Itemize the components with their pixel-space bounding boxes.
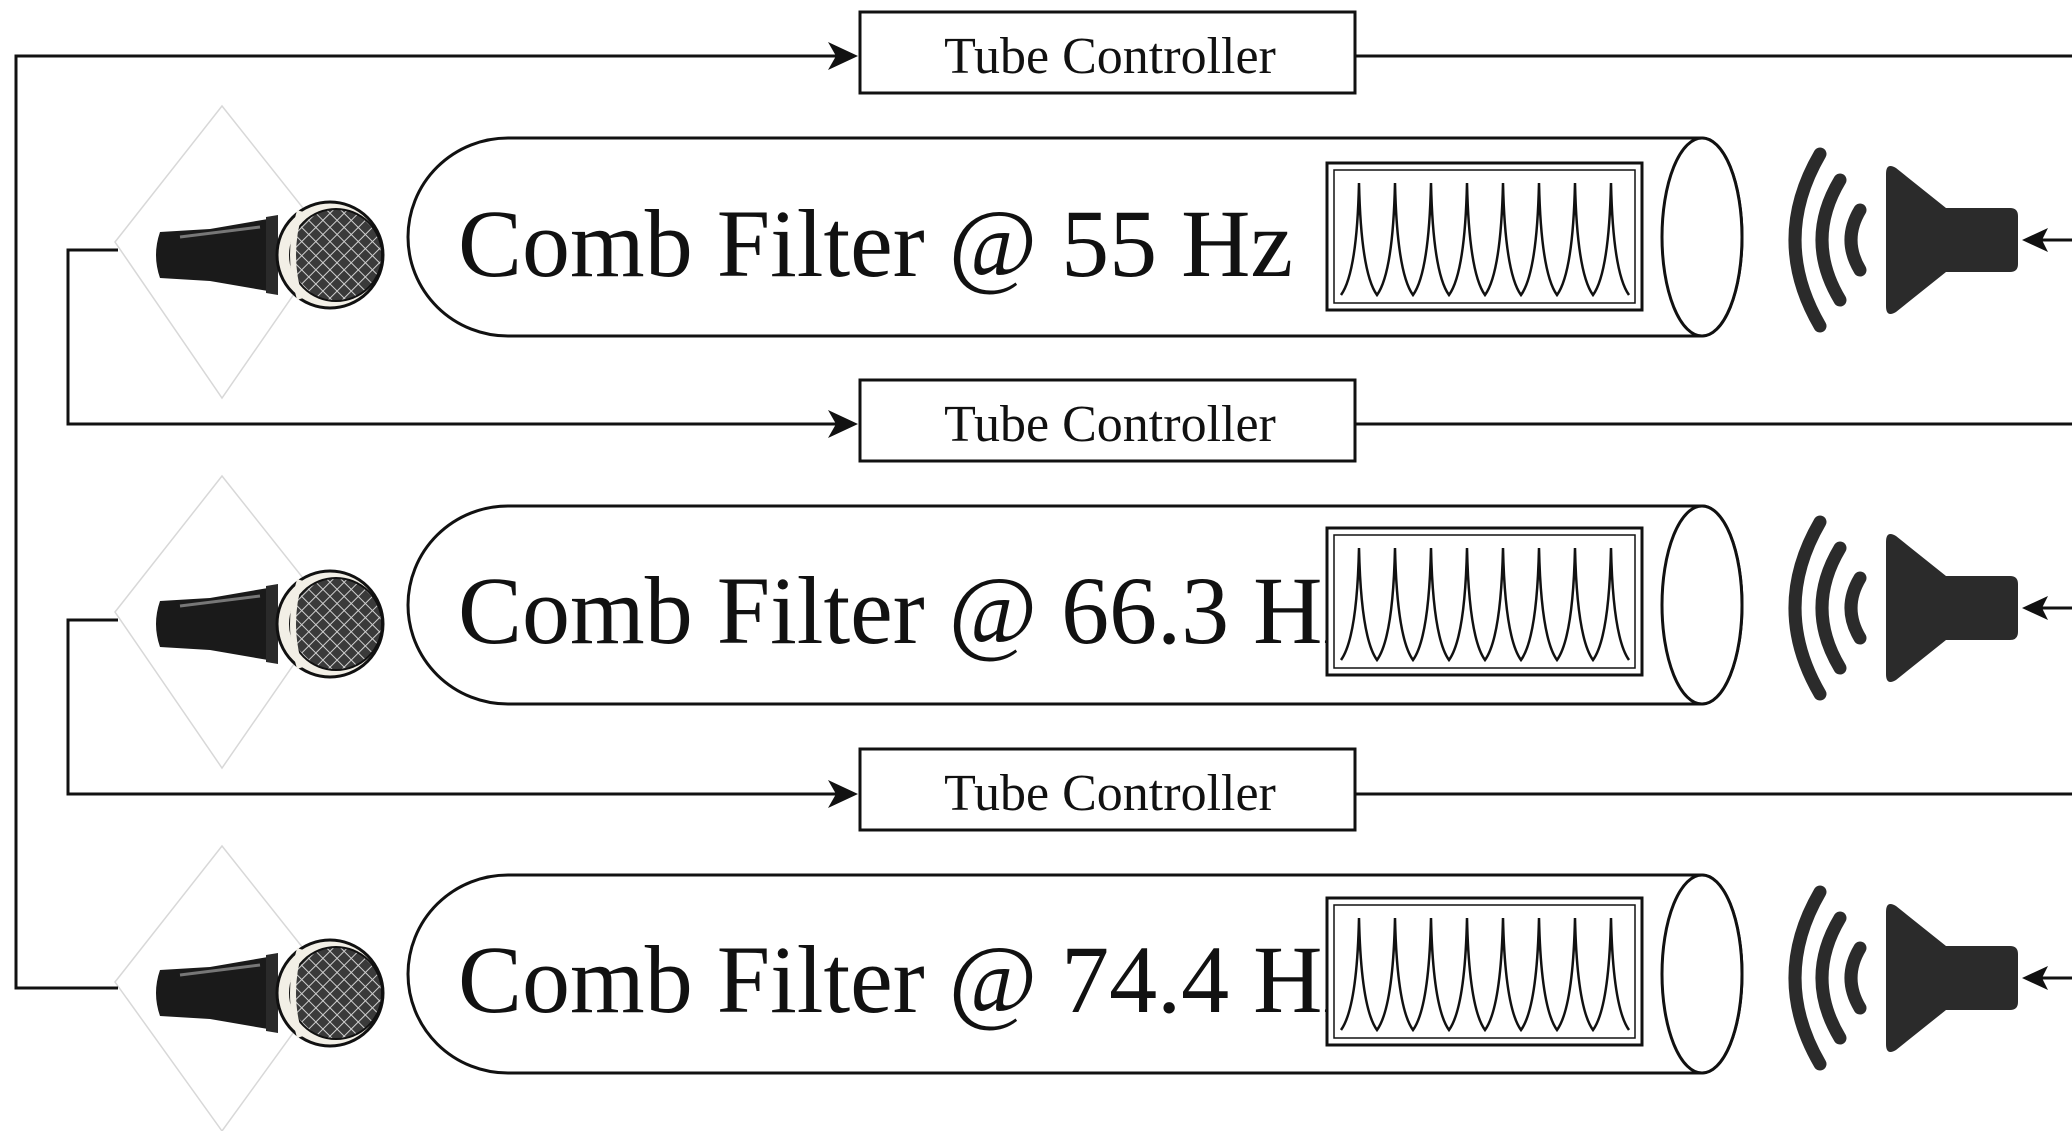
arrow-icon [2022, 966, 2048, 990]
microphone-icon [156, 940, 383, 1046]
comb-filter-label: Comb Filter @ 66.3 Hz [458, 557, 1365, 664]
comb-response-icon [1325, 526, 1644, 677]
speaker-icon [1795, 892, 2018, 1064]
comb-filter-label: Comb Filter @ 74.4 Hz [458, 926, 1365, 1033]
tube-controller-label: Tube Controller [944, 765, 1276, 822]
tube-controller-label: Tube Controller [944, 396, 1276, 453]
comb-filter-tube-1: Comb Filter @ 55 Hz [406, 136, 1744, 338]
tube-controller-1: Tube Controller [858, 10, 1357, 95]
arrow-icon [828, 42, 858, 70]
speaker-icon [1795, 522, 2018, 694]
tube-controller-3: Tube Controller [858, 747, 1357, 832]
speaker-icon [1795, 154, 2018, 326]
comb-filter-label: Comb Filter @ 55 Hz [458, 190, 1293, 297]
arrow-icon [2022, 228, 2048, 252]
arrow-icon [828, 410, 858, 438]
microphone-icon [156, 202, 383, 308]
arrow-icon [828, 780, 858, 808]
comb-filter-tube-2: Comb Filter @ 66.3 Hz [406, 504, 1744, 706]
tube-controller-2: Tube Controller [858, 378, 1357, 463]
arrowheads [828, 42, 2048, 990]
comb-filter-tube-3: Comb Filter @ 74.4 Hz [406, 873, 1744, 1075]
tube-controller-label: Tube Controller [944, 28, 1276, 85]
arrow-icon [2022, 596, 2048, 620]
microphone-icon [156, 571, 383, 677]
comb-response-icon [1325, 161, 1644, 312]
signal-wires [14, 54, 2072, 990]
comb-response-icon [1325, 896, 1644, 1047]
